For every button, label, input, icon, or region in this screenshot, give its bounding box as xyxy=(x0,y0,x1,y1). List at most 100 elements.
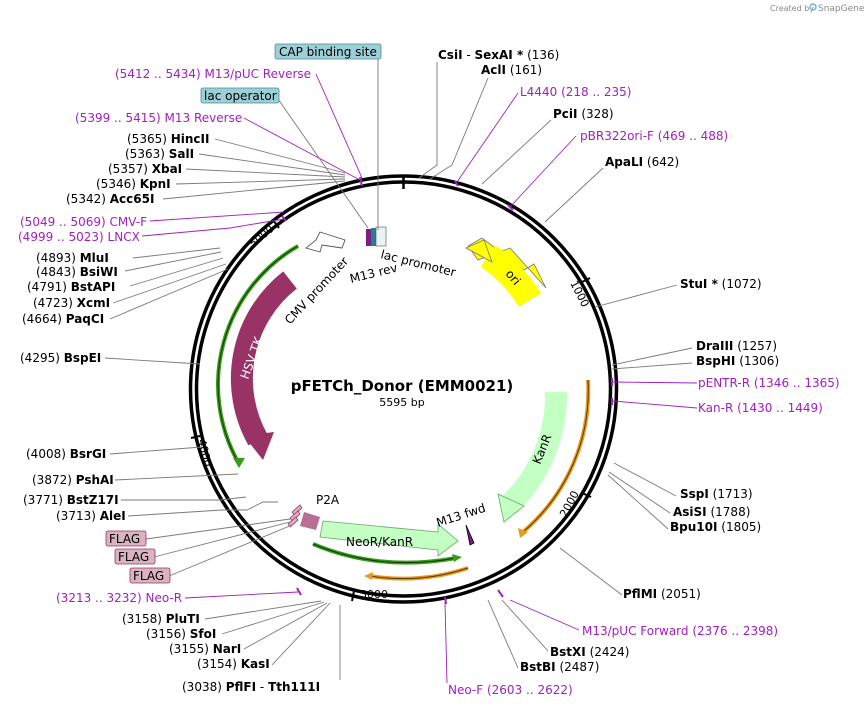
neor-orf-green-core xyxy=(312,543,457,564)
tick-label-5000: 5000 xyxy=(247,222,277,250)
enzyme-bsphi[interactable]: BspHI (1306) xyxy=(696,354,779,368)
primer-site-neo-f xyxy=(444,596,447,605)
enzyme-kasi[interactable]: (3154) KasI xyxy=(197,657,270,671)
hsvtk-arc[interactable] xyxy=(230,271,297,446)
primer-neo-r[interactable]: (3213 .. 3232) Neo-R xyxy=(56,591,182,605)
enzyme-bstxi[interactable]: BstXI (2424) xyxy=(550,645,629,659)
enzyme-acli[interactable]: AclI (161) xyxy=(481,63,542,77)
kanr-orf-arrowhead xyxy=(518,528,528,538)
flag3-label: FLAG xyxy=(133,569,164,583)
enzyme-pluti[interactable]: (3158) PluTI xyxy=(122,612,200,626)
enzyme-stui[interactable]: StuI * (1072) xyxy=(680,277,762,291)
flag1-box-bg xyxy=(105,530,147,547)
tick-1000 xyxy=(581,277,591,283)
tick-label-4000: 4000 xyxy=(195,438,214,468)
neor-orf-arrowhead xyxy=(452,554,462,562)
primer-pbr322ori-f[interactable]: pBR322ori-F (469 .. 488) xyxy=(580,129,728,143)
primer-site-m13puc-forward xyxy=(497,589,504,598)
primer-m13-reverse[interactable]: (5399 .. 5415) M13 Reverse xyxy=(75,111,242,125)
primer-m13puc-reverse[interactable]: (5412 .. 5434) M13/pUC Reverse xyxy=(115,67,311,81)
hsvtk-arrowhead xyxy=(244,432,274,460)
snapgene-logo-icon xyxy=(809,3,817,11)
enzyme-sali[interactable]: (5363) SalI xyxy=(125,147,194,161)
m13-fwd-label: M13 fwd xyxy=(435,501,488,530)
lac-block-blue xyxy=(371,228,376,246)
plasmid-size: 5595 bp xyxy=(379,396,424,409)
primer-neo-f[interactable]: Neo-F (2603 .. 2622) xyxy=(448,683,573,697)
enzyme-xcmi[interactable]: (4723) XcmI xyxy=(33,296,110,310)
enzyme-alei[interactable]: (3713) AleI xyxy=(56,509,126,523)
snapgene-credit: Created by SnapGene xyxy=(770,3,865,14)
enzyme-draiii[interactable]: DraIII (1257) xyxy=(696,339,777,353)
credit-brand: SnapGene xyxy=(818,4,865,14)
flag3-box-bg xyxy=(129,567,171,584)
flag-box-2[interactable]: FLAG xyxy=(114,548,156,565)
lac-operator-box[interactable]: lac operator xyxy=(200,87,280,104)
primer-pentr-r[interactable]: pENTR-R (1346 .. 1365) xyxy=(698,376,840,390)
neor-orf-orange xyxy=(369,566,469,581)
enzyme-bsiwi[interactable]: (4843) BsiWI xyxy=(36,265,118,279)
enzyme-hincii[interactable]: (5365) HincII xyxy=(127,132,209,146)
primer-cmv-f[interactable]: (5049 .. 5069) CMV-F xyxy=(20,215,147,229)
primer-site-l4440 xyxy=(454,180,459,187)
flag2-box-bg xyxy=(114,548,156,565)
p2a-label: P2A xyxy=(316,493,340,507)
tick-3000 xyxy=(351,590,355,602)
enzyme-xbai[interactable]: (5357) XbaI xyxy=(108,162,182,176)
enzyme-bsrgi[interactable]: (4008) BsrGI xyxy=(26,447,106,461)
flag-box-3[interactable]: FLAG xyxy=(129,567,171,584)
enzyme-apali[interactable]: ApaLI (642) xyxy=(605,155,679,169)
enzyme-bstbi[interactable]: BstBI (2487) xyxy=(520,660,599,674)
p2a-feature[interactable] xyxy=(300,512,320,530)
primer-site-m13-reverse xyxy=(359,176,363,187)
enzyme-sspi[interactable]: SspI (1713) xyxy=(680,487,753,501)
enzyme-pflmi[interactable]: PflMI (2051) xyxy=(623,587,701,601)
enzyme-bpu10i[interactable]: Bpu10I (1805) xyxy=(670,520,761,534)
enzyme-bstapi[interactable]: (4791) BstAPI xyxy=(27,280,115,294)
kanr-orf-orange-core xyxy=(522,379,589,533)
cap-box-bg xyxy=(274,43,382,60)
tick-5000 xyxy=(272,219,280,229)
neor-feature[interactable] xyxy=(319,520,459,557)
enzyme-labels: CsiI - SexAI * (136) AclI (161) PciI (32… xyxy=(20,48,779,694)
enzyme-bspei[interactable]: (4295) BspEI xyxy=(20,351,101,365)
primer-leaders xyxy=(141,73,698,684)
primer-site-neo-r xyxy=(296,587,302,596)
flag-block-1[interactable] xyxy=(291,504,303,516)
flag-block-2[interactable] xyxy=(289,510,301,522)
hsvtk-orf-green-core xyxy=(217,245,299,463)
neor-orf-orange-arrowhead xyxy=(364,572,373,580)
primer-m13puc-forward[interactable]: M13/pUC Forward (2376 .. 2398) xyxy=(582,624,778,638)
enzyme-asisi[interactable]: AsiSI (1788) xyxy=(673,505,750,519)
cap-label: CAP binding site xyxy=(279,45,377,59)
enzyme-pcii[interactable]: PciI (328) xyxy=(553,107,614,121)
enzyme-acc65i[interactable]: (5342) Acc65I xyxy=(66,192,154,206)
enzyme-leaders xyxy=(104,62,693,680)
enzyme-sfoi[interactable]: (3156) SfoI xyxy=(146,627,216,641)
ori-arc[interactable] xyxy=(480,245,542,308)
enzyme-paqci[interactable]: (4664) PaqCI xyxy=(22,312,104,326)
enzyme-csii[interactable]: CsiI - SexAI * (136) xyxy=(438,48,559,62)
enzyme-mlui[interactable]: (4893) MluI xyxy=(36,251,109,265)
enzyme-kpni[interactable]: (5346) KpnI xyxy=(96,177,171,191)
flag-feature-blocks xyxy=(287,504,303,528)
kanr-arc[interactable] xyxy=(500,391,568,515)
enzyme-pflfi[interactable]: (3038) PflFI - Tth111I xyxy=(182,680,320,694)
flag1-label: FLAG xyxy=(109,532,140,546)
cap-binding-site-box[interactable]: CAP binding site xyxy=(274,43,382,60)
lac-promoter-block[interactable] xyxy=(366,226,387,247)
boxed-feature-leaders xyxy=(145,59,379,577)
enzyme-bstz17i[interactable]: (3771) BstZ17I xyxy=(23,493,119,507)
m13-fwd-feature[interactable] xyxy=(465,524,475,546)
neor-orf-orange-core xyxy=(369,567,469,580)
credit-prefix: Created by xyxy=(770,4,814,13)
primer-lncx[interactable]: (4999 .. 5023) LNCX xyxy=(18,230,140,244)
primer-kan-r[interactable]: Kan-R (1430 .. 1449) xyxy=(698,401,823,415)
primer-labels: L4440 (218 .. 235) pBR322ori-F (469 .. 4… xyxy=(18,67,840,697)
enzyme-pshai[interactable]: (3872) PshAI xyxy=(32,473,114,487)
primer-site-pbr322ori-f xyxy=(507,204,514,211)
primer-l4440[interactable]: L4440 (218 .. 235) xyxy=(520,85,632,99)
flag-box-1[interactable]: FLAG xyxy=(105,530,147,547)
enzyme-nari[interactable]: (3155) NarI xyxy=(169,642,241,656)
cmv-promoter-feature[interactable] xyxy=(305,231,346,253)
